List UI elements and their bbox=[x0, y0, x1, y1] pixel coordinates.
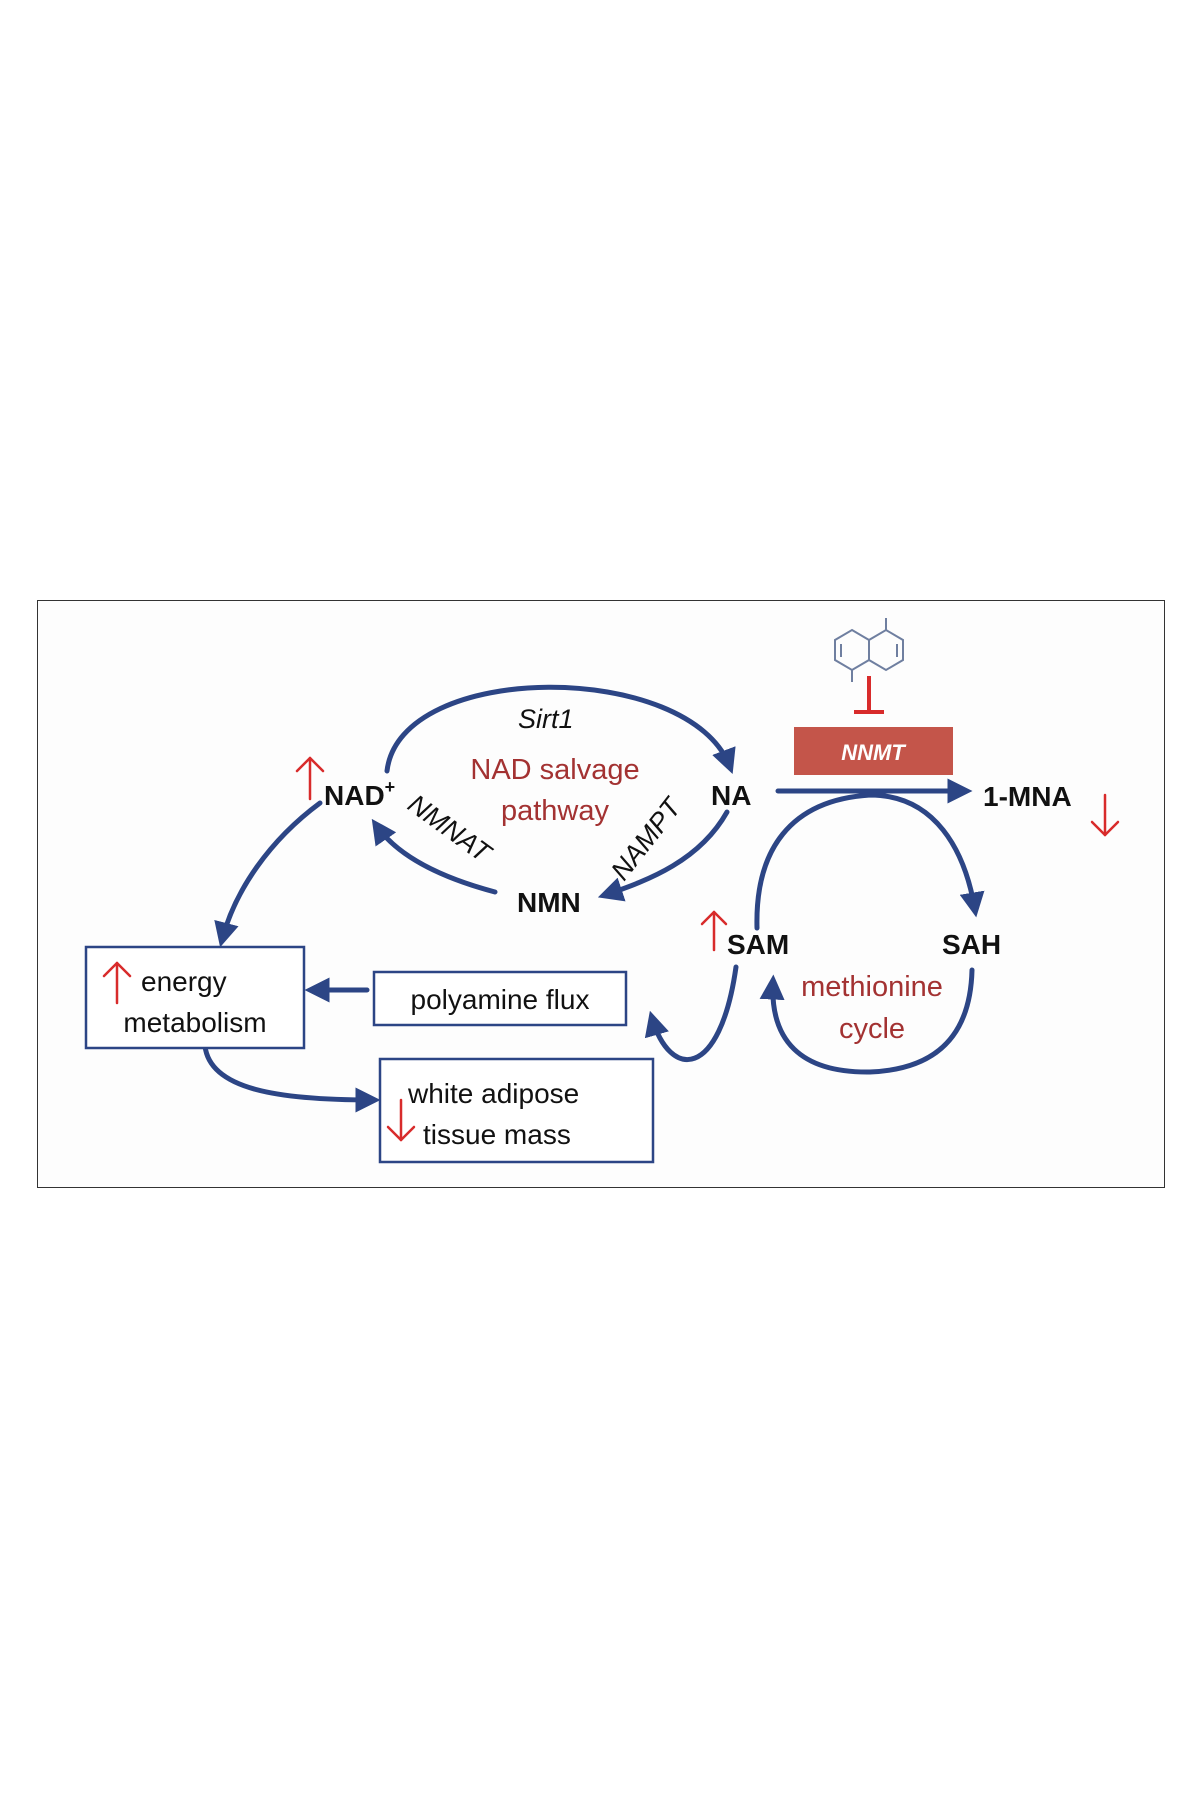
inhibition-bar-icon bbox=[854, 676, 884, 714]
arrow-sam-to-polyamine bbox=[644, 964, 739, 1062]
energy-metabolism-box bbox=[84, 945, 306, 1050]
node-nmn: NMN bbox=[517, 887, 581, 918]
energy-up-arrow-icon bbox=[102, 961, 132, 1005]
nnmt-label: NNMT bbox=[841, 740, 906, 765]
sam-up-arrow-icon bbox=[700, 910, 728, 952]
enzyme-nmnat: NMNAT bbox=[402, 789, 498, 870]
arrow-sah-to-sam bbox=[759, 967, 975, 1075]
methionine-cycle-label-line2: cycle bbox=[839, 1013, 905, 1045]
node-sah: SAH bbox=[942, 929, 1001, 960]
small-molecule-structure-icon bbox=[834, 618, 904, 682]
adipose-down-arrow-icon bbox=[386, 1098, 416, 1142]
white-adipose-box bbox=[378, 1057, 655, 1164]
salvage-pathway-label-line2: pathway bbox=[501, 795, 610, 827]
energy-metabolism-line2: metabolism bbox=[123, 1007, 266, 1038]
energy-metabolism-line1: energy bbox=[141, 966, 227, 997]
enzyme-sirt1: Sirt1 bbox=[518, 704, 574, 734]
methionine-cycle-label-line1: methionine bbox=[801, 971, 943, 1003]
mna-down-arrow-icon bbox=[1090, 793, 1120, 837]
arrow-na-to-nmn bbox=[597, 809, 730, 902]
enzyme-nampt: NAMPT bbox=[605, 791, 688, 886]
polyamine-flux-box bbox=[372, 970, 628, 1027]
arrow-nmn-to-nad bbox=[371, 818, 498, 895]
arrow-nad-to-energy bbox=[214, 800, 323, 948]
nad-up-arrow-icon bbox=[295, 756, 325, 801]
salvage-pathway-label-line1: NAD salvage bbox=[470, 754, 639, 786]
white-adipose-line1: white adipose bbox=[407, 1078, 579, 1109]
polyamine-flux-label: polyamine flux bbox=[411, 984, 590, 1015]
arrow-sam-to-sah bbox=[754, 792, 985, 931]
white-adipose-line2: tissue mass bbox=[423, 1119, 571, 1150]
arrow-nad-to-na bbox=[384, 684, 736, 775]
node-nad: NAD+ bbox=[324, 777, 395, 811]
node-na: NA bbox=[711, 780, 751, 811]
node-1-mna: 1-MNA bbox=[983, 781, 1072, 812]
nnmt-box bbox=[794, 727, 953, 775]
arrow-energy-to-adipose bbox=[202, 1043, 381, 1113]
arrows bbox=[202, 684, 985, 1113]
node-sam: SAM bbox=[727, 929, 789, 960]
